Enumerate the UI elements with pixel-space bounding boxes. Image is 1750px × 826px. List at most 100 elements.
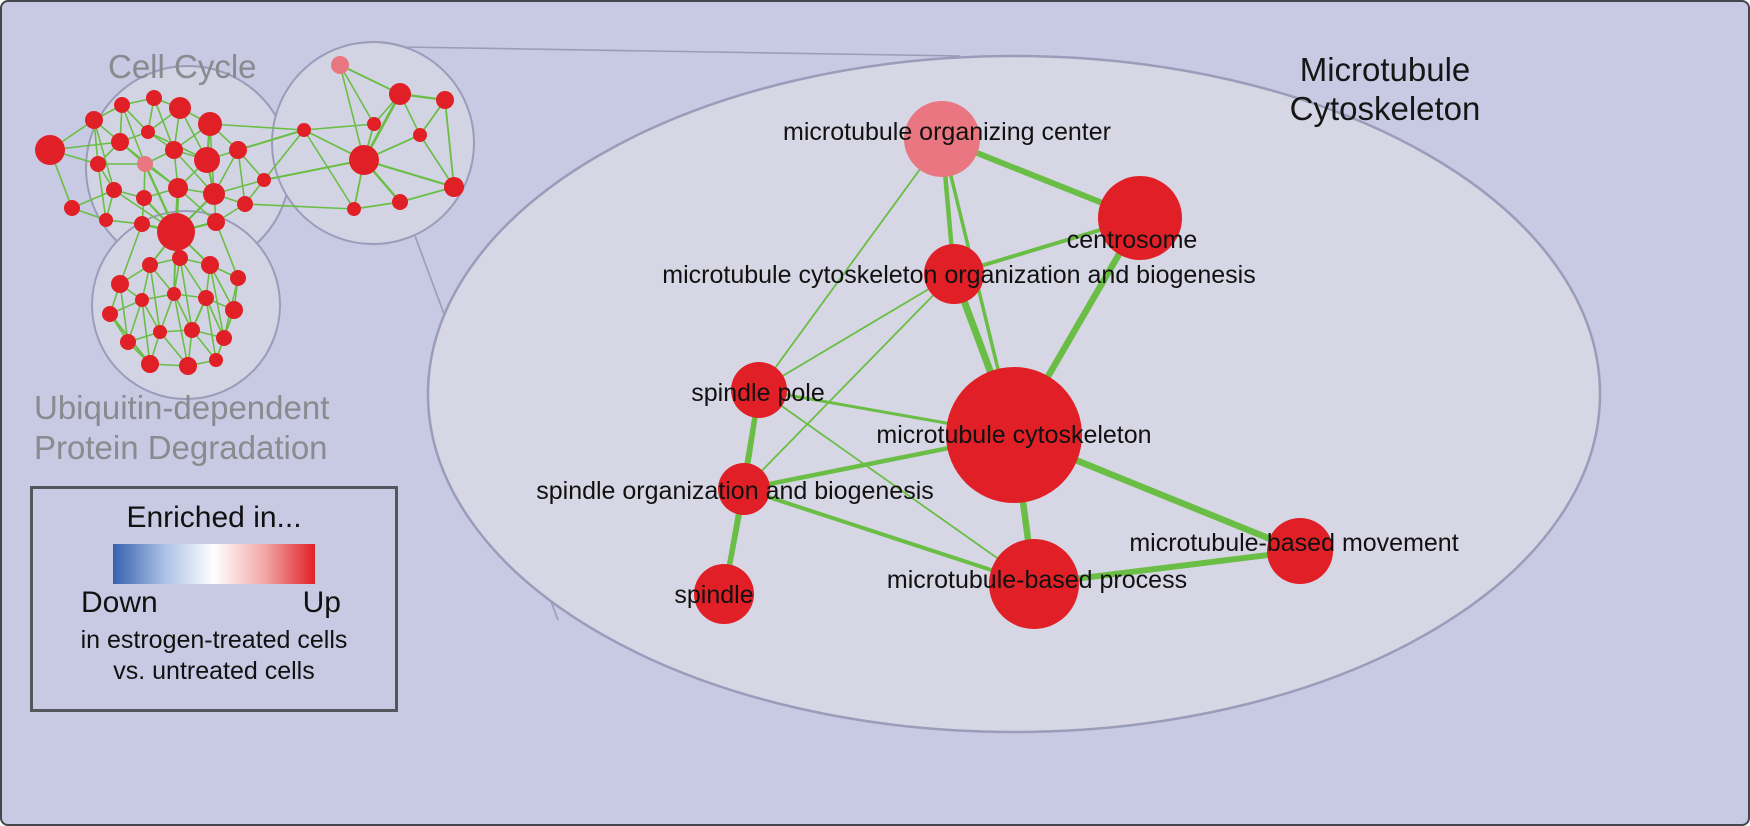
detail-node-label-centrosome: centrosome (1067, 226, 1198, 254)
overview-node (157, 213, 195, 251)
detail-node-label-spindle: spindle (674, 581, 753, 609)
ubiquitin-cluster-label-line2: Protein Degradation (34, 429, 328, 466)
overview-node (230, 270, 246, 286)
overview-node (120, 334, 136, 350)
detail-edge-mco--spindle-pole (758, 273, 955, 391)
overview-edge (153, 97, 175, 151)
overview-node (90, 156, 106, 172)
detail-node-mt-process (989, 539, 1079, 629)
detail-node-mt-movement (1267, 518, 1333, 584)
legend-caption-line2: vs. untreated cells (113, 657, 315, 685)
overview-edge (121, 104, 146, 165)
overview-node (194, 147, 220, 173)
ubiquitin-cluster-label: Ubiquitin-dependent Protein Degradation (34, 388, 329, 468)
legend-box: Enriched in... Down Up in estrogen-treat… (30, 486, 398, 712)
overview-edge (339, 64, 365, 161)
overview-node (168, 178, 188, 198)
overview-node (216, 330, 232, 346)
detail-node-spindle-pole (731, 362, 787, 418)
detail-edge-spindle-pole--mt-process (758, 389, 1035, 585)
overview-node (167, 287, 181, 301)
overview-cross-edge (119, 223, 143, 285)
zoom-link-line (401, 46, 961, 57)
overview-node (413, 128, 427, 142)
overview-node (165, 141, 183, 159)
detail-node-mt-cytoskeleton (946, 367, 1082, 503)
overview-node (153, 325, 167, 339)
overview-edge (119, 283, 129, 343)
overview-node (142, 257, 158, 273)
detail-node-moc (904, 101, 980, 177)
overview-node (184, 322, 200, 338)
overview-cross-edge (215, 221, 239, 279)
overview-node (141, 355, 159, 373)
overview-node (349, 145, 379, 175)
microtubule-cluster-label: Microtubule Cytoskeleton (1270, 50, 1500, 128)
overview-node (134, 216, 150, 232)
legend-gradient-bar (113, 544, 315, 584)
overview-node (137, 156, 153, 172)
overview-node (198, 290, 214, 306)
overview-node (136, 190, 152, 206)
overview-node (85, 111, 103, 129)
overview-edge (303, 129, 355, 210)
overview-edge (237, 149, 246, 205)
overview-edge (419, 134, 455, 188)
detail-edge-moc--spindle-pole (758, 138, 943, 391)
overview-node (141, 125, 155, 139)
overview-node (114, 97, 130, 113)
overview-node (367, 117, 381, 131)
overview-node (35, 135, 65, 165)
overview-edge (205, 297, 217, 361)
legend-endpoint-labels: Down Up (33, 586, 395, 620)
overview-node (135, 293, 149, 307)
overview-cross-edge (237, 129, 305, 151)
overview-node (436, 91, 454, 109)
overview-cross-edge (244, 203, 355, 210)
overview-node (111, 275, 129, 293)
overview-node (229, 141, 247, 159)
overview-node (99, 213, 113, 227)
legend-caption-line1: in estrogen-treated cells (80, 626, 348, 654)
overview-node (111, 133, 129, 151)
detail-node-mco (924, 244, 984, 304)
overview-node (444, 177, 464, 197)
overview-edge (339, 64, 401, 95)
overview-node (389, 83, 411, 105)
overview-node (297, 123, 311, 137)
overview-node (257, 173, 271, 187)
detail-node-label-moc: microtubule organizing center (783, 118, 1111, 146)
overview-node (172, 250, 188, 266)
overview-node (64, 200, 80, 216)
legend-up-label: Up (302, 586, 341, 619)
overview-node (198, 112, 222, 136)
microtubule-cluster-label-line2: Cytoskeleton (1289, 90, 1481, 127)
overview-edge (303, 123, 375, 131)
cell-cycle-cluster-label: Cell Cycle (108, 48, 257, 85)
microtubule-cluster-label-line1: Microtubule (1299, 51, 1471, 88)
overview-node (201, 256, 219, 274)
legend-title: Enriched in... (126, 501, 302, 534)
overview-node (203, 183, 225, 205)
overview-node (331, 56, 349, 74)
overview-node (106, 182, 122, 198)
overview-node (392, 194, 408, 210)
overview-node (146, 90, 162, 106)
detail-node-spindle (694, 564, 754, 624)
overview-edge (209, 264, 225, 339)
overview-node (179, 357, 197, 375)
overview-node (237, 196, 253, 212)
overview-node (169, 97, 191, 119)
detail-node-label-spindle-pole: spindle pole (691, 379, 824, 407)
overview-edge (179, 257, 193, 331)
overview-node (209, 353, 223, 367)
overview-edge (141, 299, 151, 365)
detail-node-label-mt-process: microtubule-based process (887, 566, 1187, 594)
overview-edge (93, 119, 115, 191)
legend-caption: in estrogen-treated cells vs. untreated … (81, 625, 348, 687)
overview-node (225, 301, 243, 319)
overview-node (347, 202, 361, 216)
overview-edge (149, 264, 161, 333)
